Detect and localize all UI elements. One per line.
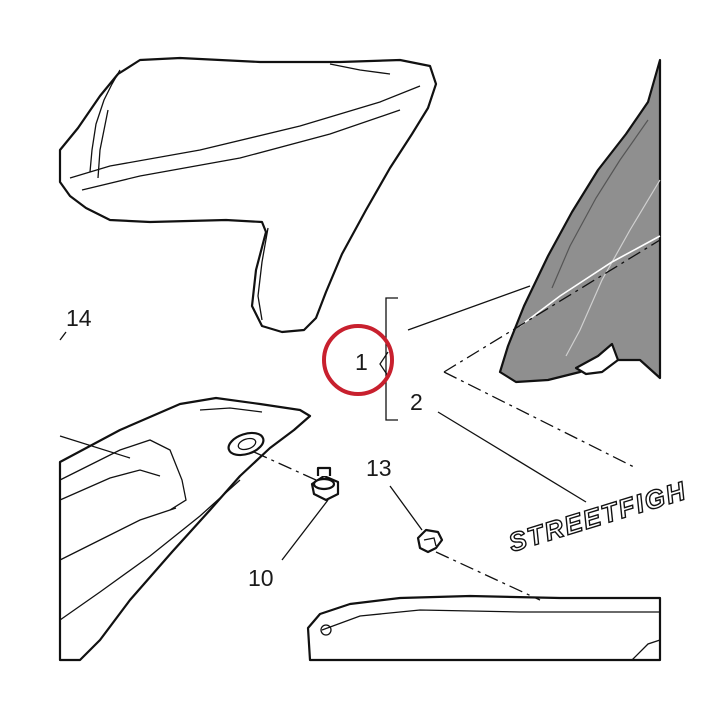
upper-fairing-panel: [58, 56, 438, 334]
lower-right-panel: [306, 594, 662, 662]
callout-2: 2: [410, 389, 423, 415]
callout-14: 14: [66, 305, 92, 331]
highlight-circle: [322, 324, 394, 396]
callout-10: 10: [248, 565, 274, 591]
assembly-lines: [253, 239, 661, 601]
leader-lines: [59, 285, 587, 561]
callout-13: 13: [366, 455, 392, 481]
callout-1: 1: [355, 349, 368, 375]
callout-1-bracket: [379, 297, 398, 421]
decal-part-2: STREETFIGH: [504, 474, 691, 558]
clip-part-13: [416, 528, 444, 554]
lower-left-panel: [58, 396, 312, 662]
decal-text: STREETFIGH: [505, 475, 690, 558]
screw-part-10: [310, 466, 340, 502]
side-panel-dark: [498, 58, 662, 384]
